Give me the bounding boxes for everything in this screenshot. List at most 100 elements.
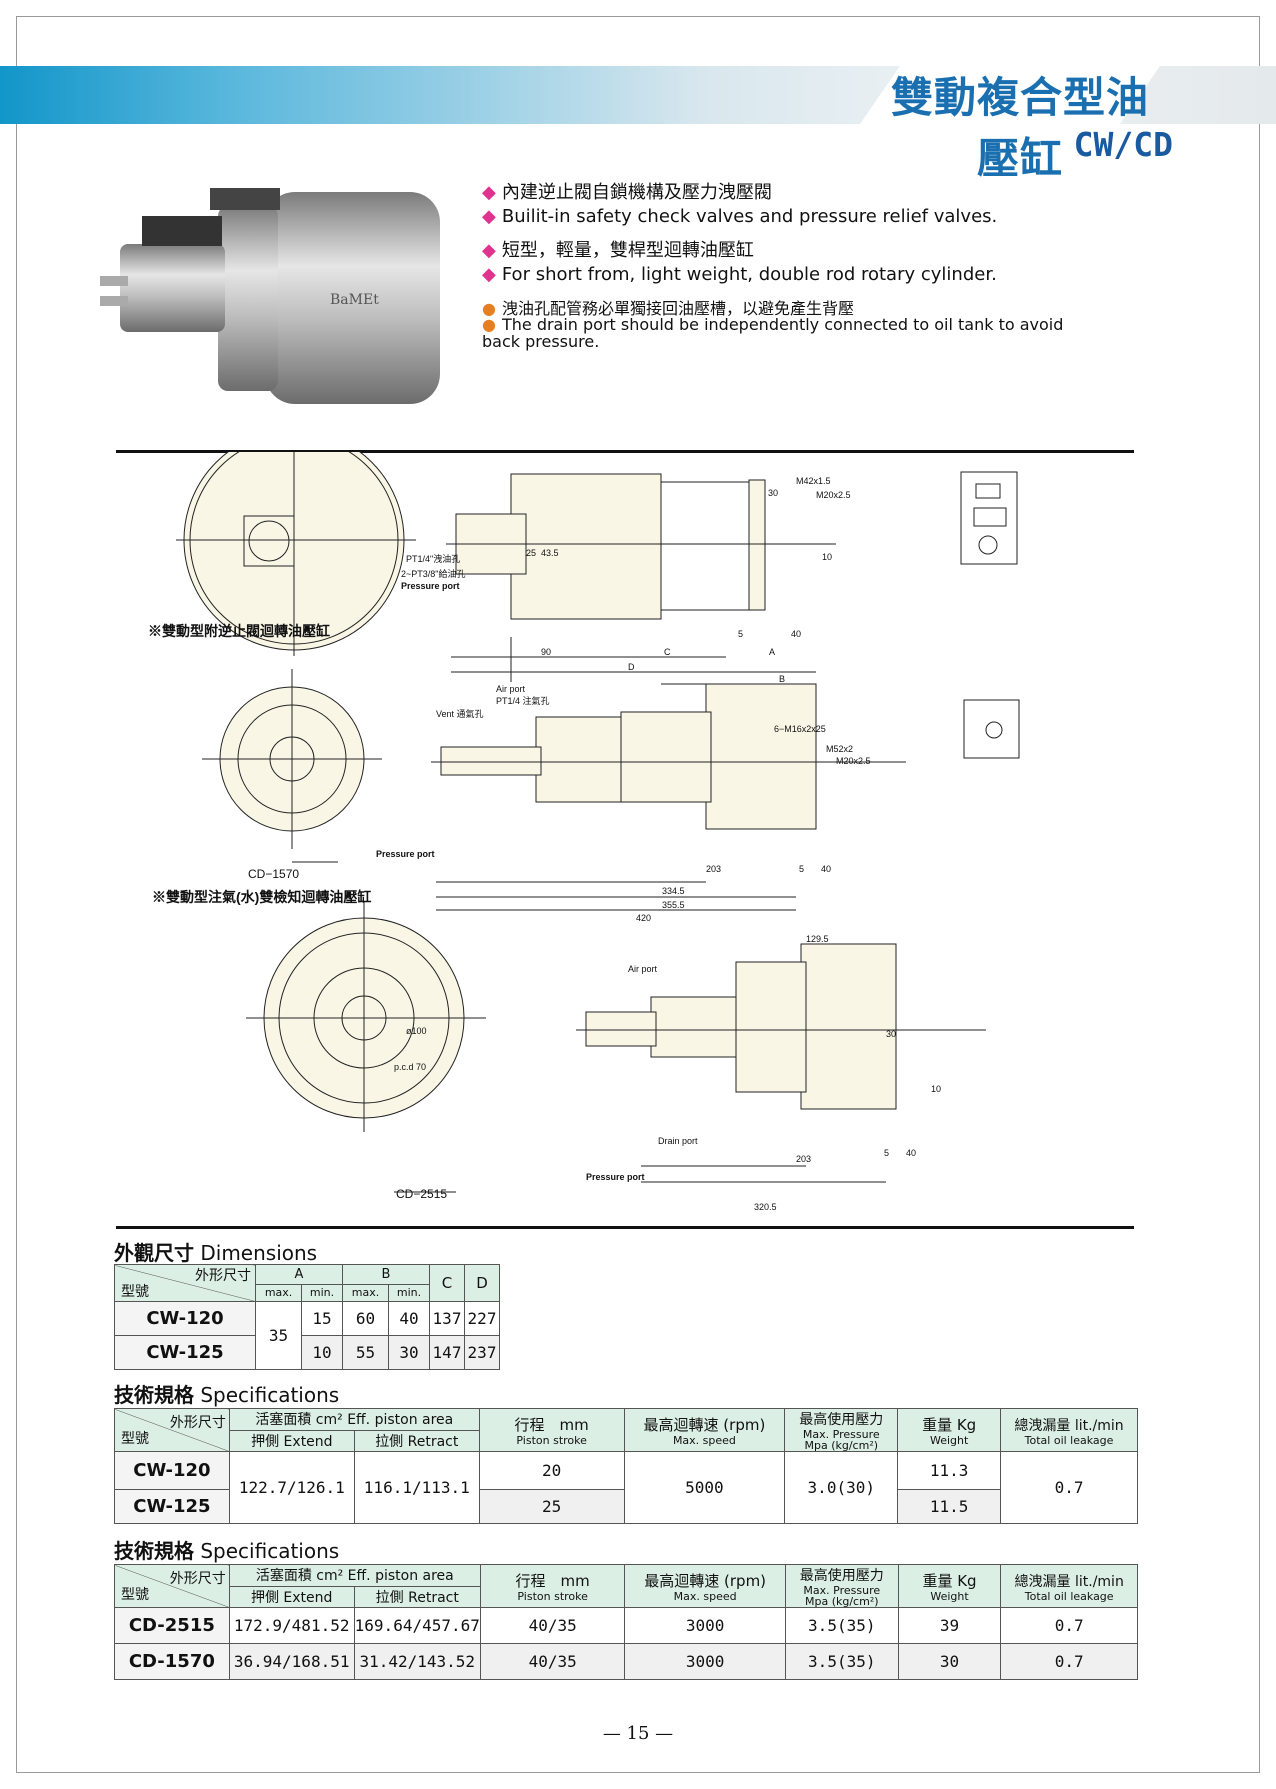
a-min-cell: 10	[301, 1335, 343, 1370]
stroke-cell: 40/35	[479, 1643, 626, 1680]
divider-bottom	[116, 1226, 1134, 1229]
model-cell: CD-2515	[114, 1607, 230, 1644]
dim-a: A	[769, 647, 775, 657]
feature-1: ◆內建逆止閥自鎖機構及壓力洩壓閥	[482, 182, 772, 203]
col-b-min: min.	[388, 1283, 430, 1303]
technical-drawings: PT1/4"洩油孔 2~PT3/8"給油孔 Pressure port 43.5…	[148, 452, 1020, 1212]
model-code: CW/CD	[1073, 125, 1173, 164]
b-max-cell: 60	[341, 1301, 390, 1336]
thread-m20: M20x2.5	[816, 490, 851, 500]
drawing2-m52: M52x2	[826, 744, 853, 754]
dim-c: C	[664, 647, 671, 657]
corner-header: 外形尺寸型號	[114, 1564, 230, 1608]
drawing2-dim-40: 40	[821, 864, 831, 874]
drawing1-port-label-2: 2~PT3/8"給油孔	[401, 568, 465, 579]
col-a: A	[255, 1264, 343, 1285]
retract-cell: 169.64/457.67	[353, 1607, 481, 1644]
page-title: 雙動複合型油壓缸	[890, 73, 1149, 183]
label-cd1570: CD−1570	[248, 867, 299, 881]
leak-cell: 0.7	[1000, 1643, 1138, 1680]
stroke-cell: 40/35	[479, 1607, 626, 1644]
model-cell: CW-125	[114, 1335, 256, 1370]
retract-header: 拉側 Retract	[353, 1429, 480, 1452]
col-b: B	[341, 1264, 431, 1285]
feature-2: ◆Builit-in safety check valves and press…	[482, 206, 998, 227]
brand-mark: BaMEt	[330, 292, 379, 308]
product-photo: BaMEt	[100, 188, 440, 404]
col-a-min: min.	[301, 1283, 343, 1303]
dim-10: 10	[822, 552, 832, 562]
spec1-title: 技術規格 Specifications	[114, 1383, 340, 1407]
pressure-cell: 3.0(30)	[784, 1451, 899, 1524]
table-row: CW-125 10 55 30 147 237	[114, 1335, 500, 1370]
note-2: ●The drain port should be independently …	[482, 315, 1064, 351]
a-max-cell: 35	[254, 1301, 303, 1370]
model-cell: CW-120	[114, 1451, 230, 1490]
weight-cell: 39	[897, 1607, 1002, 1644]
drawing3-d100: ø100	[406, 1026, 427, 1036]
diamond-icon: ◆	[482, 264, 496, 285]
drawing3-drain: Drain port	[658, 1136, 698, 1146]
drawing3-dim-30: 30	[886, 1029, 896, 1039]
dim-355-5: 355.5	[662, 900, 685, 910]
drawing3-dim-203: 203	[796, 1154, 811, 1164]
drawing2-air-port: Air port	[496, 684, 526, 694]
dim-40: 40	[791, 629, 801, 639]
col-a-max: max.	[254, 1283, 303, 1303]
stroke-cell: 25	[478, 1489, 625, 1524]
feature-4: ◆For short from, light weight, double ro…	[482, 264, 997, 285]
drawing3-air-port: Air port	[628, 964, 658, 974]
extend-cell: 122.7/126.1	[228, 1451, 355, 1524]
drawing1-pressure-label: Pressure port	[401, 581, 460, 591]
pressure-cell: 3.5(35)	[784, 1607, 899, 1644]
drawing3-dim-40: 40	[906, 1148, 916, 1158]
dim-d: D	[628, 662, 635, 672]
extend-header: 押側 Extend	[228, 1429, 355, 1452]
table-row: CW-120 122.7/126.1 116.1/113.1 20 5000 3…	[114, 1451, 1138, 1524]
drawing2-m20: M20x2.5	[836, 756, 871, 766]
dot-icon: ●	[482, 299, 496, 318]
pressure-cell: 3.5(35)	[784, 1643, 899, 1680]
drawing3-dim-5: 5	[884, 1148, 889, 1158]
banner-title-panel	[860, 66, 1160, 124]
speed-cell: 5000	[623, 1451, 786, 1524]
d-cell: 237	[464, 1335, 500, 1370]
feature-3: ◆短型，輕量，雙桿型迴轉油壓缸	[482, 240, 754, 261]
drawing2-m16: 6−M16x2x25	[774, 724, 826, 734]
drawing1-caption: ※雙動型附逆止閥迴轉油壓缸	[148, 623, 330, 639]
col-c: C	[429, 1264, 465, 1302]
a-min-cell: 15	[301, 1301, 343, 1336]
diamond-icon: ◆	[482, 240, 496, 261]
dimensions-title: 外觀尺寸 Dimensions	[114, 1241, 318, 1265]
retract-cell: 31.42/143.52	[353, 1643, 481, 1680]
extend-cell: 36.94/168.51	[228, 1643, 355, 1680]
diamond-icon: ◆	[482, 182, 496, 203]
drawing2-caption: ※雙動型注氣(水)雙檢知迴轉油壓缸	[152, 889, 371, 905]
dim-25: 25	[526, 548, 536, 558]
drawing2-air-pt: PT1/4 注氣孔	[496, 695, 550, 706]
page-frame	[16, 16, 1260, 1773]
retract-header: 拉側 Retract	[353, 1585, 481, 1608]
table-row: CD-1570 36.94/168.51 31.42/143.52 40/35 …	[114, 1643, 1138, 1680]
col-d: D	[464, 1264, 500, 1302]
col-b-max: max.	[341, 1283, 390, 1303]
dim-420: 420	[636, 913, 651, 923]
weight-cell: 11.5	[897, 1489, 1002, 1524]
drawing2-dim-203: 203	[706, 864, 721, 874]
spec2-title: 技術規格 Specifications	[114, 1539, 340, 1563]
speed-cell: 3000	[624, 1607, 786, 1644]
label-cd2515: CD−2515	[396, 1187, 447, 1201]
dim-5: 5	[738, 629, 743, 639]
c-cell: 137	[429, 1301, 465, 1336]
corner-header: 外形尺寸型號	[114, 1264, 256, 1302]
dim-b: B	[779, 674, 785, 684]
leak-cell: 0.7	[1000, 1607, 1138, 1644]
divider-top	[116, 450, 1134, 453]
extend-header: 押側 Extend	[228, 1585, 355, 1608]
weight-cell: 11.3	[897, 1451, 1002, 1490]
stroke-cell: 20	[478, 1451, 625, 1490]
leak-cell: 0.7	[1000, 1451, 1138, 1524]
extend-cell: 172.9/481.52	[228, 1607, 355, 1644]
